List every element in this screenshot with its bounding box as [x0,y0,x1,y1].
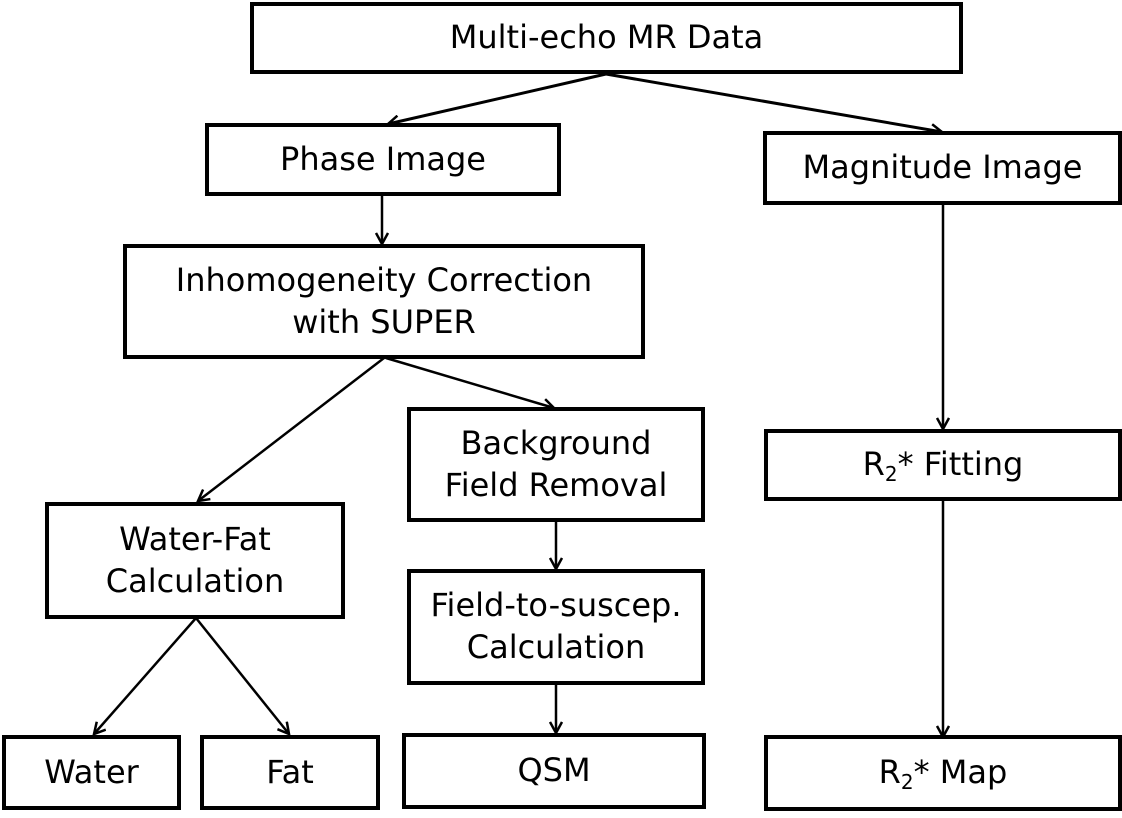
node-label: R2* Map [879,752,1008,794]
node-label-line2: with SUPER [292,302,476,341]
r2-prefix: R [878,753,901,792]
node-fat: Fat [200,735,380,810]
node-field-to-suscep-calculation: Field-to-suscep. Calculation [407,569,705,685]
r2-subscript: 2 [884,462,898,487]
arrow-mr-to-magnitude [605,72,942,132]
node-water: Water [2,735,181,810]
arrow-inhomogeneity-to-waterfat [198,357,385,501]
r2-subscript: 2 [900,770,914,795]
r2-prefix: R [862,445,885,484]
arrow-inhomogeneity-to-background [385,356,554,408]
node-label-line1: Background [460,423,652,462]
r2-suffix: * Map [913,753,1008,792]
node-r2-fitting: R2* Fitting [764,429,1122,501]
node-label: QSM [517,751,591,790]
r2-suffix: * Fitting [897,445,1024,484]
node-label-line2: Calculation [105,561,285,600]
node-label: Fat [266,752,314,791]
node-label-line1: Inhomogeneity Correction [175,260,593,299]
node-label-line2: Field Removal [444,465,668,504]
node-label-line2: Calculation [466,628,646,666]
node-label-line1: Water-Fat [119,519,271,558]
node-background-field-removal: Background Field Removal [407,407,705,522]
node-inhomogeneity-correction: Inhomogeneity Correction with SUPER [123,244,645,359]
arrow-waterfat-to-water [94,617,197,734]
node-magnitude-image: Magnitude Image [763,131,1122,205]
node-r2-map: R2* Map [764,735,1122,811]
node-water-fat-calculation: Water-Fat Calculation [45,502,345,619]
node-label: Multi-echo MR Data [449,18,764,57]
node-phase-image: Phase Image [205,123,561,196]
arrow-waterfat-to-fat [195,617,289,734]
node-label: R2* Fitting [863,444,1024,486]
arrow-mr-to-phase [388,72,607,124]
node-label: Magnitude Image [802,148,1083,187]
node-multi-echo-mr-data: Multi-echo MR Data [250,2,963,74]
node-label: Water [44,752,139,791]
node-label: Phase Image [280,139,486,178]
node-qsm: QSM [402,733,706,809]
node-label-line1: Field-to-suscep. [430,586,682,625]
